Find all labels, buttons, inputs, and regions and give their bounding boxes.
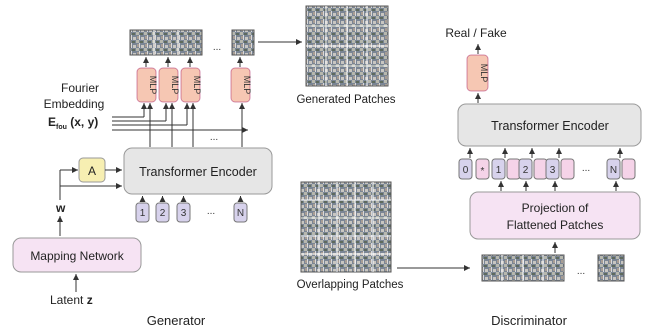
token-to-encoder-arrows bbox=[467, 148, 623, 158]
generator-mlp-2: MLP bbox=[158, 67, 180, 103]
generator-mlp-n-label: MLP bbox=[242, 76, 252, 95]
disc-token-3-pos bbox=[545, 158, 560, 180]
generator-mlp-1-label: MLP bbox=[148, 76, 158, 95]
disc-token-n-pos bbox=[606, 158, 621, 180]
projection-line2: Flattened Patches bbox=[507, 218, 604, 232]
generator-token-n-label: N bbox=[237, 208, 244, 219]
disc-token-n-patch bbox=[621, 158, 636, 180]
generator-transformer-encoder bbox=[123, 147, 273, 195]
disc-strip-ellipsis: ... bbox=[577, 266, 585, 277]
disc-token-2-pos bbox=[518, 158, 533, 180]
overlapping-patches-caption: Overlapping Patches bbox=[297, 279, 404, 291]
disc-token-2-patch bbox=[533, 158, 548, 180]
generated-patches-caption: Generated Patches bbox=[296, 94, 395, 106]
disc-token-star bbox=[475, 158, 490, 180]
generator-mlp-n: MLP bbox=[230, 67, 252, 103]
generator-encoder-label: Transformer Encoder bbox=[139, 165, 257, 179]
latent-label: Latent z bbox=[50, 293, 93, 307]
real-fake-label: Real / Fake bbox=[445, 26, 507, 40]
generator-token-1 bbox=[135, 202, 150, 223]
generator-caption: Generator bbox=[147, 313, 206, 328]
discriminator-mlp: MLP bbox=[466, 54, 489, 92]
w-label: w bbox=[55, 201, 66, 215]
disc-token-1-label: 1 bbox=[496, 165, 502, 176]
fourier-formula: Efou (x, y) bbox=[48, 115, 98, 131]
discriminator-encoder-label: Transformer Encoder bbox=[491, 119, 609, 133]
mlp-to-patch-arrows bbox=[143, 57, 243, 67]
disc-token-n-label: N bbox=[610, 165, 617, 176]
projection-line1: Projection of bbox=[522, 201, 589, 215]
disc-token-0-label: 0 bbox=[463, 165, 469, 176]
a-label: A bbox=[88, 164, 96, 178]
generator-mlp-3-label: MLP bbox=[192, 76, 202, 95]
discriminator-mlp-label: MLP bbox=[479, 64, 489, 83]
disc-token-2-label: 2 bbox=[523, 165, 529, 176]
fourier-arrows bbox=[112, 103, 248, 133]
generator-mlp-1: MLP bbox=[136, 67, 158, 103]
generator-mlp-2-label: MLP bbox=[170, 76, 180, 95]
disc-token-1-patch bbox=[506, 158, 521, 180]
generated-patches-grid bbox=[305, 5, 389, 87]
generator-token-3 bbox=[176, 202, 191, 223]
generator-token-ellipsis: ... bbox=[207, 206, 215, 217]
disc-token-3-patch bbox=[560, 158, 575, 180]
fourier-line1: Fourier bbox=[61, 81, 99, 95]
generator-token-3-label: 3 bbox=[181, 208, 187, 219]
generated-patch-strip bbox=[129, 29, 255, 56]
patch-strip-ellipsis: ... bbox=[213, 42, 221, 53]
disc-token-3-label: 3 bbox=[550, 165, 556, 176]
discriminator-patch-strip bbox=[481, 254, 625, 282]
discriminator-caption: Discriminator bbox=[491, 313, 568, 328]
discriminator-transformer-encoder bbox=[457, 103, 642, 147]
projection-box bbox=[469, 191, 641, 240]
disc-token-ellipsis: ... bbox=[582, 163, 590, 174]
generator-mlp-3: MLP bbox=[180, 67, 202, 103]
generator-token-2-label: 2 bbox=[160, 208, 166, 219]
generator-token-1-label: 1 bbox=[140, 208, 146, 219]
disc-token-0 bbox=[458, 158, 473, 180]
projection-to-token-arrows bbox=[498, 181, 619, 191]
fourier-ellipsis: ... bbox=[210, 132, 218, 143]
mapping-network-label: Mapping Network bbox=[30, 249, 124, 263]
encoder-to-mlp-arrows bbox=[147, 103, 245, 147]
discriminator-tokens: 0 * 1 2 3 ... N bbox=[458, 158, 636, 180]
disc-token-star-label: * bbox=[481, 166, 485, 177]
generator-token-n bbox=[233, 202, 248, 223]
generator-tokens: 1 2 3 ... N bbox=[135, 196, 248, 223]
fourier-line2: Embedding bbox=[44, 97, 105, 111]
generator-token-2 bbox=[155, 202, 170, 223]
mapping-network-box bbox=[12, 237, 142, 273]
overlapping-patches-grid bbox=[300, 181, 392, 273]
disc-token-1-pos bbox=[491, 158, 506, 180]
